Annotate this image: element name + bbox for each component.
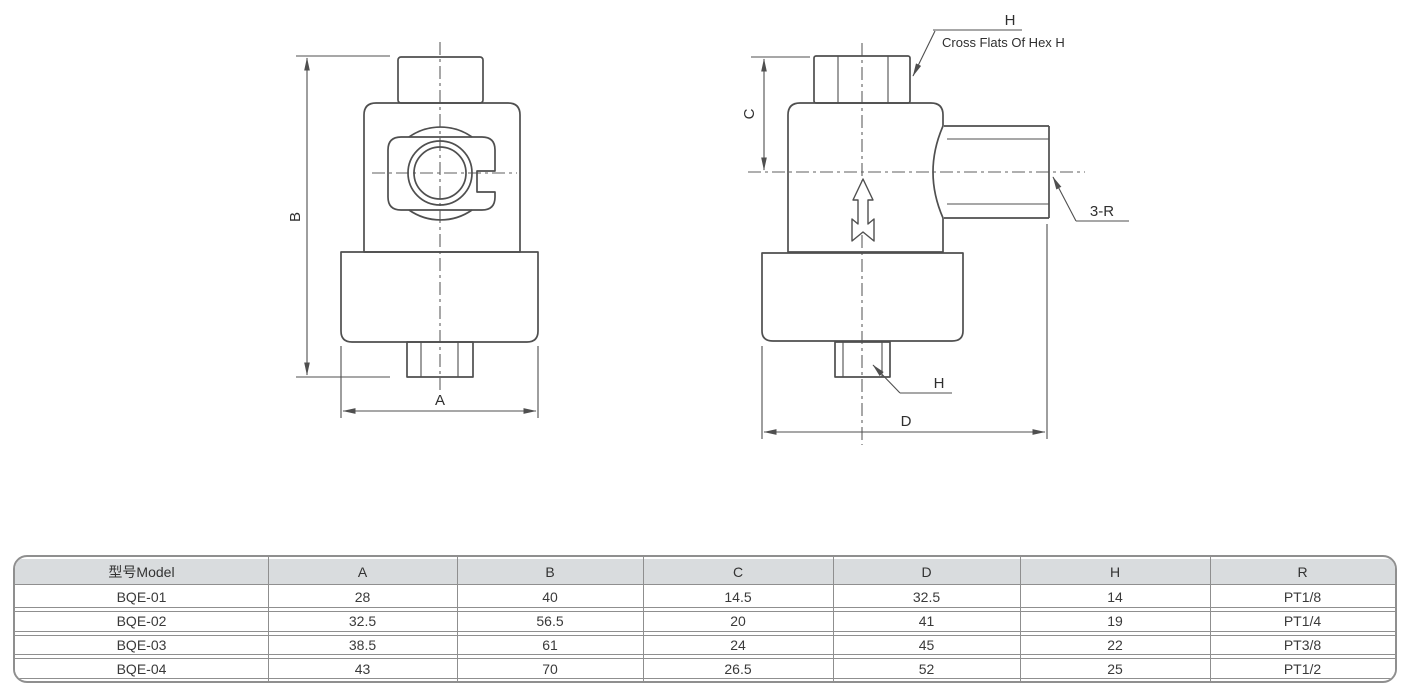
front-connector-flange bbox=[387, 136, 496, 211]
cell-d: 41 bbox=[918, 613, 935, 630]
front-connector-top-arc bbox=[408, 126, 473, 138]
cell-r: PT1/4 bbox=[1283, 613, 1322, 630]
spec-table-body: BQE-01 28 40 14.5 32.5 14 PT1/8 BQE-02 3… bbox=[15, 585, 1395, 679]
hex-bottom-leader bbox=[872, 364, 901, 394]
cell-a: 28 bbox=[354, 589, 371, 606]
header-a: A bbox=[357, 563, 368, 580]
dim-d-ext-lines bbox=[761, 224, 1048, 439]
port-label: 3-R bbox=[1090, 203, 1114, 220]
cell-a: 38.5 bbox=[348, 636, 377, 653]
cell-b: 40 bbox=[542, 589, 558, 606]
hex-top-note: Cross Flats Of Hex H bbox=[942, 35, 1065, 50]
table-row: BQE-02 32.5 56.5 20 41 19 PT1/4 bbox=[15, 610, 1395, 632]
cell-h: 19 bbox=[1107, 613, 1123, 630]
hex-top-label: H bbox=[1005, 12, 1016, 29]
front-coil-body bbox=[363, 102, 521, 253]
flow-direction-arrow bbox=[851, 178, 875, 242]
side-valve-body bbox=[761, 252, 964, 342]
cell-model: BQE-03 bbox=[116, 636, 167, 653]
cell-a: 32.5 bbox=[348, 613, 377, 630]
front-connector-bottom-arc bbox=[408, 209, 473, 221]
hex-top-leader bbox=[912, 30, 936, 77]
cell-model: BQE-01 bbox=[116, 589, 167, 606]
column-divider bbox=[833, 557, 834, 681]
cell-r: PT1/8 bbox=[1283, 589, 1322, 606]
cell-c: 14.5 bbox=[724, 589, 752, 606]
hex-bottom-label: H bbox=[934, 375, 945, 392]
column-divider bbox=[268, 557, 269, 681]
dim-d-label: D bbox=[901, 413, 912, 430]
valve-dimension-drawings: B A bbox=[287, 12, 1129, 445]
header-c: C bbox=[732, 563, 744, 580]
cell-h: 22 bbox=[1107, 636, 1123, 653]
front-view: B A bbox=[287, 42, 539, 418]
side-port-outline bbox=[944, 125, 1050, 219]
header-d: D bbox=[921, 563, 932, 580]
column-divider bbox=[1210, 557, 1211, 681]
front-bottom-hex-facets bbox=[420, 342, 459, 377]
cell-d: 32.5 bbox=[912, 589, 941, 606]
cell-h: 14 bbox=[1107, 589, 1123, 606]
column-divider bbox=[1020, 557, 1021, 681]
cell-c: 24 bbox=[730, 636, 746, 653]
front-connector-outer-circle bbox=[407, 140, 473, 206]
table-row: BQE-04 43 70 26.5 52 25 PT1/2 bbox=[15, 658, 1395, 679]
cell-r: PT1/2 bbox=[1283, 660, 1322, 677]
cell-c: 26.5 bbox=[724, 660, 752, 677]
column-divider bbox=[457, 557, 458, 681]
side-coil-body bbox=[787, 102, 944, 253]
cell-d: 45 bbox=[918, 636, 935, 653]
cell-d: 52 bbox=[918, 660, 935, 677]
cell-c: 20 bbox=[730, 613, 746, 630]
header-model: 型号Model bbox=[108, 563, 175, 580]
side-bottom-hex bbox=[834, 341, 891, 378]
cell-h: 25 bbox=[1107, 660, 1123, 677]
cell-r: PT3/8 bbox=[1283, 636, 1322, 653]
side-top-hex-facets bbox=[837, 56, 889, 103]
cell-b: 70 bbox=[542, 660, 558, 677]
side-port-thread-lines bbox=[947, 138, 1049, 205]
header-h: H bbox=[1109, 563, 1121, 580]
table-row: BQE-01 28 40 14.5 32.5 14 PT1/8 bbox=[15, 588, 1395, 608]
front-valve-body bbox=[340, 251, 539, 343]
front-bottom-hex bbox=[406, 341, 474, 378]
front-connector-inner-circle bbox=[413, 146, 467, 200]
table-row: BQE-03 38.5 61 24 45 22 PT3/8 bbox=[15, 634, 1395, 656]
dim-c-label: C bbox=[741, 108, 758, 119]
cell-b: 61 bbox=[542, 636, 558, 653]
header-b: B bbox=[545, 563, 555, 580]
port-leader bbox=[1052, 176, 1077, 222]
dim-a-ext-lines bbox=[340, 346, 539, 418]
spec-table-header-row: 型号Model A B C D H R bbox=[15, 559, 1395, 585]
dim-a-label: A bbox=[435, 392, 445, 409]
column-divider bbox=[643, 557, 644, 681]
header-r: R bbox=[1297, 563, 1308, 580]
cell-model: BQE-02 bbox=[116, 613, 167, 630]
dim-b-label: B bbox=[287, 212, 304, 222]
spec-table: 型号Model A B C D H R BQE-01 28 40 14.5 32… bbox=[13, 555, 1397, 683]
cell-b: 56.5 bbox=[536, 613, 564, 630]
side-view: C D H Cross Flats Of Hex H 3-R H bbox=[741, 12, 1129, 445]
cell-model: BQE-04 bbox=[116, 660, 167, 677]
cell-a: 43 bbox=[354, 660, 371, 677]
